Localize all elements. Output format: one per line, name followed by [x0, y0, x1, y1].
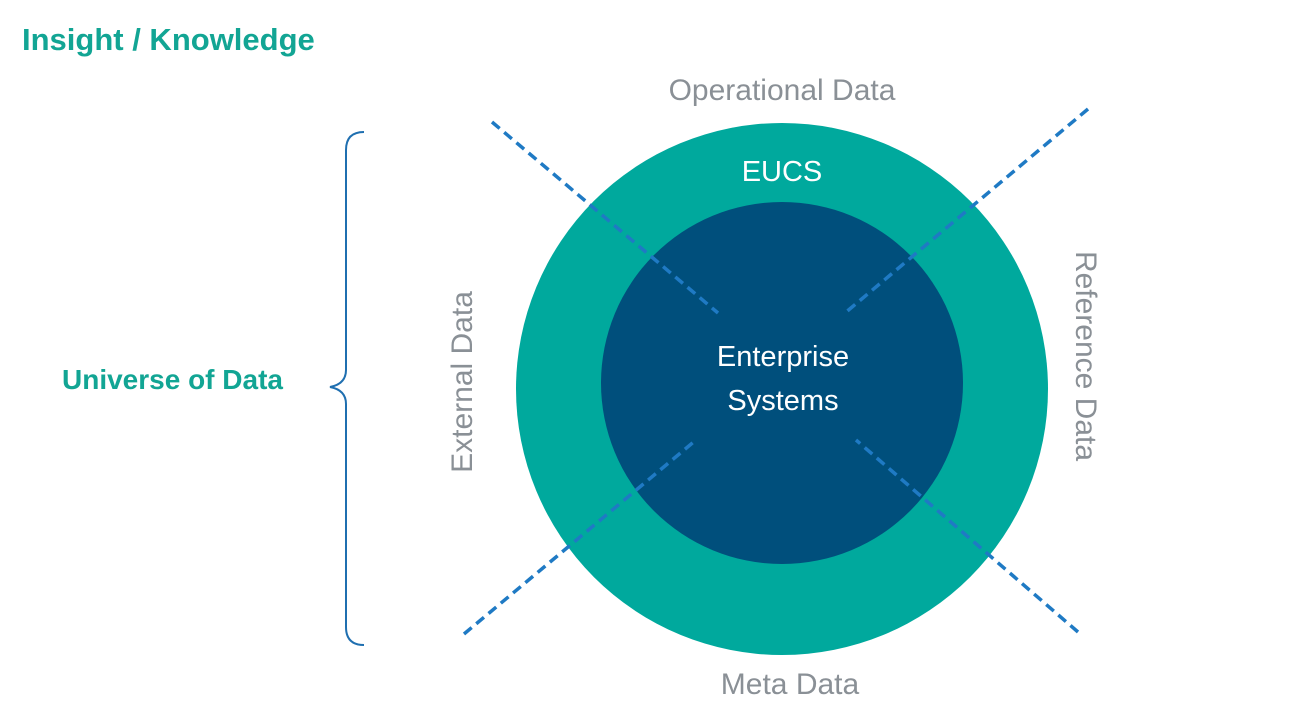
enterprise-label: Enterprise: [717, 341, 849, 373]
page-title: Insight / Knowledge: [22, 22, 315, 57]
curly-bracket: [329, 131, 365, 646]
enterprise-systems-core: [601, 202, 963, 564]
dashed-divider-top-left: [490, 120, 720, 315]
systems-label: Systems: [727, 385, 838, 417]
dashed-divider-bottom-left: [462, 438, 698, 636]
operational-data-label: Operational Data: [669, 74, 896, 107]
reference-data-label: Reference Data: [1069, 251, 1102, 461]
eucs-label: EUCS: [742, 156, 823, 188]
dashed-divider-bottom-right: [854, 438, 1080, 634]
dashed-divider-top-right: [843, 107, 1090, 315]
external-data-label: External Data: [446, 291, 479, 473]
meta-data-label: Meta Data: [721, 668, 860, 701]
universe-of-data-label: Universe of Data: [62, 364, 283, 395]
